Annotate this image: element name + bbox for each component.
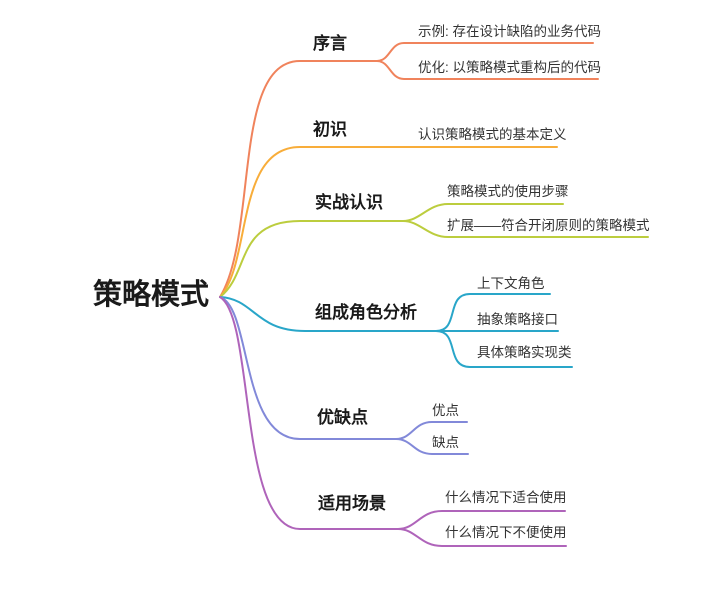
branch-topic-roles[interactable]: 组成角色分析 [315,303,417,322]
child-connector [397,528,567,547]
child-connector [397,510,566,530]
subtopic[interactable]: 什么情况下不便使用 [445,525,567,540]
branch-connector [219,220,404,298]
child-connector [376,60,599,80]
branch-topic-preface[interactable]: 序言 [313,34,347,53]
subtopic[interactable]: 认识策略模式的基本定义 [418,127,567,142]
branch-topic-usecases[interactable]: 适用场景 [318,494,386,513]
branch-roles-connectors [219,293,573,368]
child-connector [376,42,594,62]
child-connector [435,330,573,368]
subtopic[interactable]: 缺点 [432,435,459,450]
branch-connector [219,60,378,298]
child-connector [395,421,468,440]
subtopic[interactable]: 抽象策略接口 [477,312,558,327]
child-connector [435,293,551,332]
subtopic[interactable]: 扩展——符合开闭原则的策略模式 [447,218,650,233]
subtopic[interactable]: 优点 [432,403,459,418]
branch-connector [219,296,397,440]
branch-practice-connectors [219,203,649,298]
root-topic[interactable]: 策略模式 [93,279,210,311]
subtopic[interactable]: 什么情况下适合使用 [445,490,567,505]
branch-topic-proscons[interactable]: 优缺点 [317,408,368,427]
branch-connector [219,146,558,298]
branch-topic-practice[interactable]: 实战认识 [315,193,383,212]
child-connector [402,203,564,222]
subtopic[interactable]: 具体策略实现类 [477,345,572,360]
branch-connector [219,296,437,332]
branch-connector [219,296,399,530]
subtopic[interactable]: 上下文角色 [477,276,545,291]
branch-topic-firstlook[interactable]: 初识 [313,120,347,139]
subtopic[interactable]: 策略模式的使用步骤 [447,184,569,199]
child-connector [402,220,649,238]
child-connector [395,438,469,455]
branch-usecases-connectors [219,296,567,547]
branch-proscons-connectors [219,296,469,455]
subtopic[interactable]: 优化: 以策略模式重构后的代码 [418,60,602,75]
branch-preface-connectors [219,42,599,298]
subtopic[interactable]: 示例: 存在设计缺陷的业务代码 [418,24,602,39]
branch-firstlook-connectors [219,146,558,298]
